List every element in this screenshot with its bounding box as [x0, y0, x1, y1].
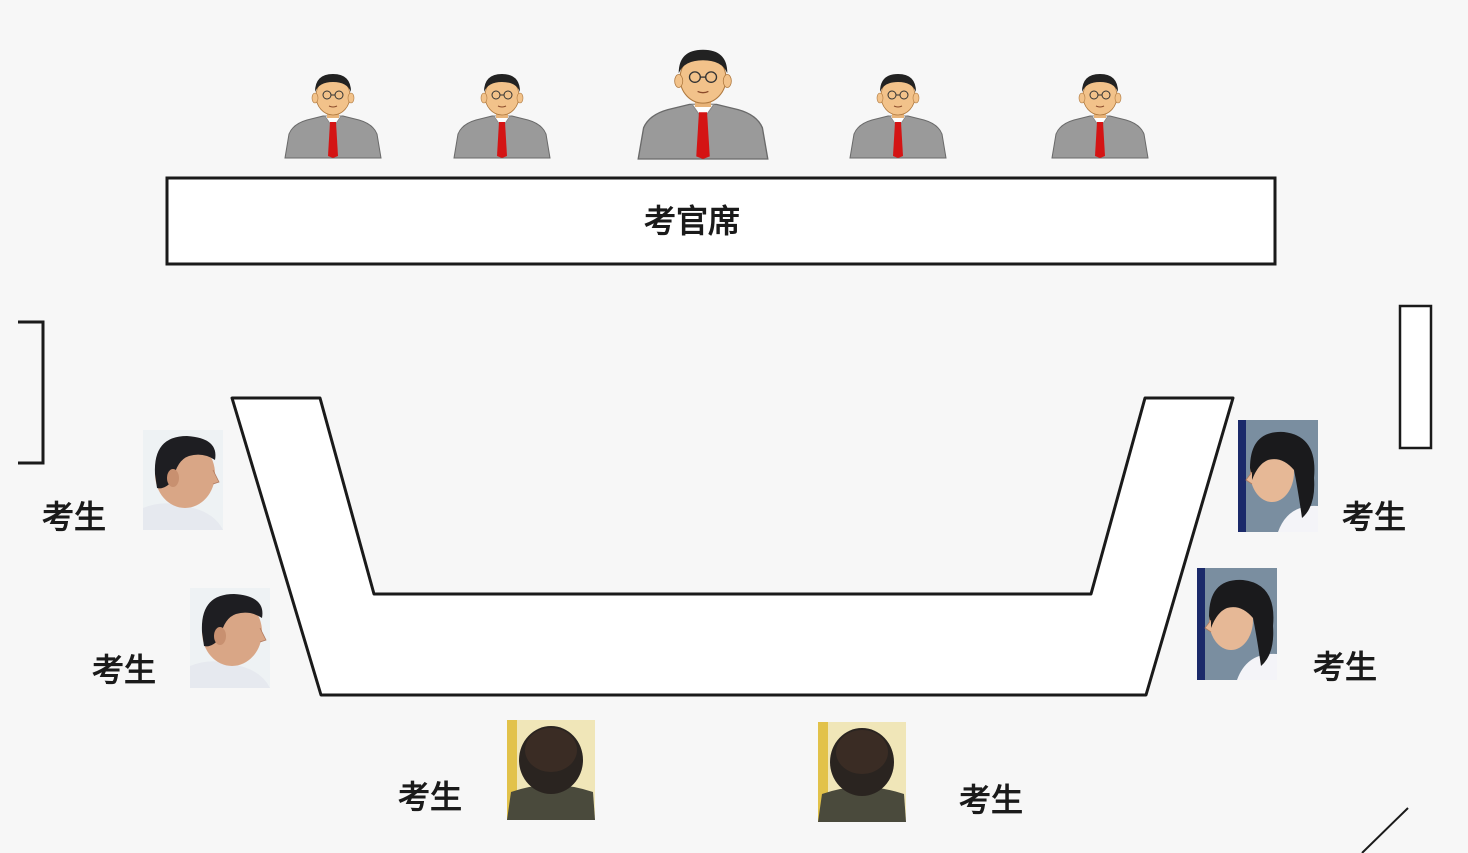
- examiner-figure: [284, 73, 382, 159]
- candidate-photo-right-upper: [1237, 419, 1319, 533]
- candidate-photo-left-lower: [189, 587, 271, 689]
- right-wall-panel: [1398, 304, 1433, 450]
- examiner-chair-figure: [637, 49, 769, 160]
- door-swing-mark: [1361, 807, 1409, 853]
- candidate-label-left-upper: 考生: [42, 498, 106, 536]
- examiner-figure: [849, 73, 947, 159]
- candidate-label-right-upper: 考生: [1342, 498, 1406, 536]
- examiner-figure: [453, 73, 551, 159]
- candidate-photo-bottom-right: [818, 722, 906, 822]
- candidate-label-right-lower: 考生: [1313, 648, 1377, 686]
- candidate-label-left-lower: 考生: [92, 651, 156, 689]
- candidate-table-outer: [230, 396, 1235, 697]
- candidate-photo-right-lower: [1196, 567, 1278, 681]
- examiner-figure: [1051, 73, 1149, 159]
- left-door-bracket: [18, 320, 45, 465]
- examiner-table: [165, 176, 1277, 266]
- candidate-label-bottom-left: 考生: [398, 778, 462, 816]
- candidate-photo-left-upper: [142, 429, 224, 531]
- candidate-label-bottom-right: 考生: [959, 781, 1023, 819]
- candidate-photo-bottom-left: [507, 720, 595, 820]
- examiner-table-label: 考官席: [644, 202, 740, 240]
